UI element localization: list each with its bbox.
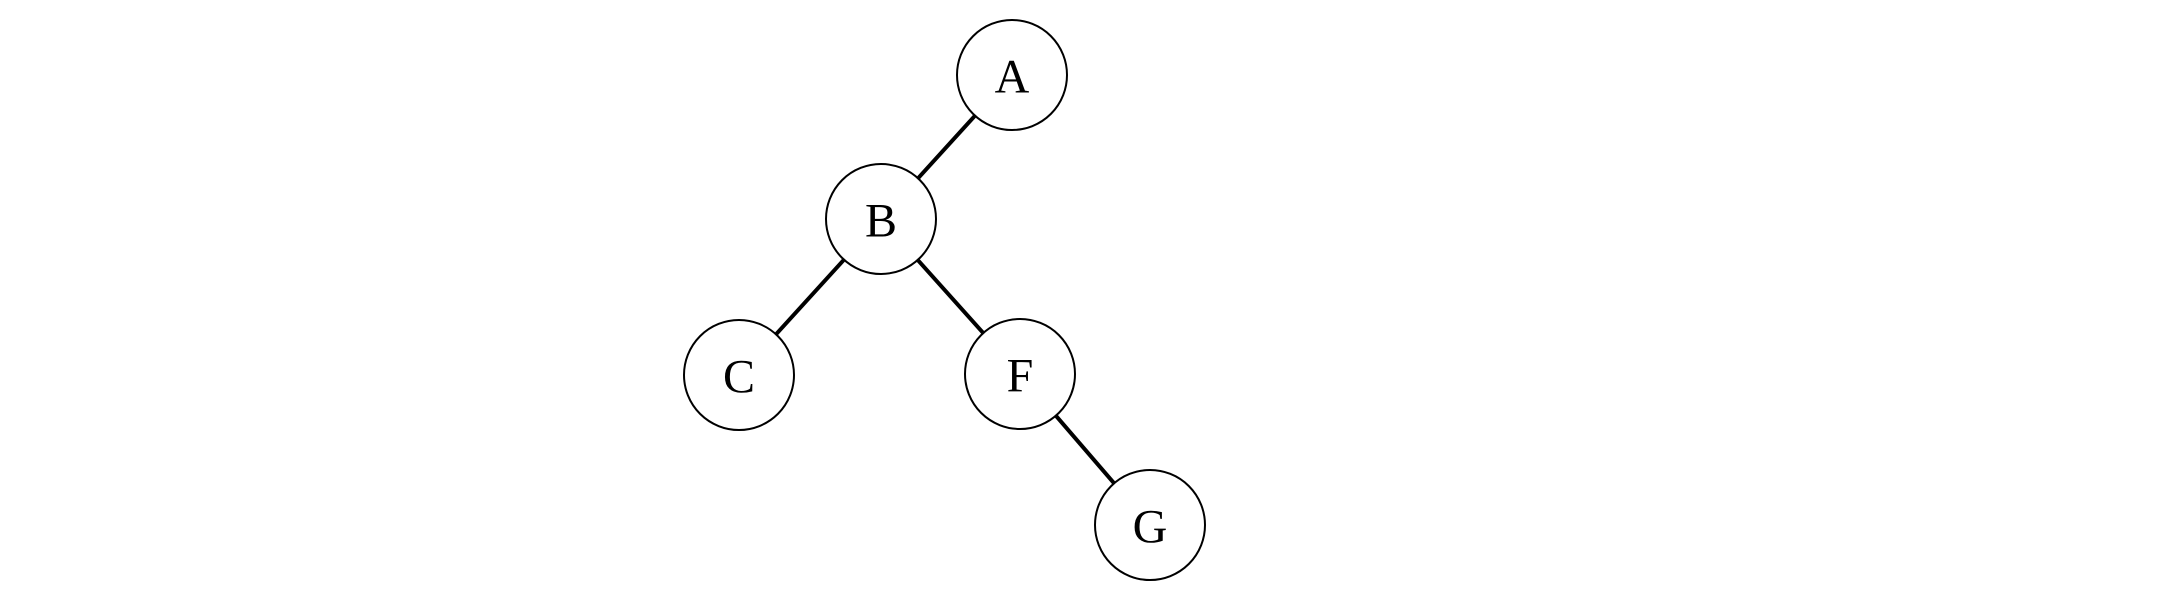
node-circle-c[interactable]: [683, 319, 795, 431]
edge-layer: [774, 114, 1116, 485]
node-label-f: F: [1007, 350, 1034, 403]
graph-edge-b-f: [916, 258, 985, 335]
node-label-b: B: [865, 195, 897, 248]
graph-edge-f-g: [1054, 414, 1116, 485]
node-label-a: A: [995, 51, 1030, 104]
graph-node-a[interactable]: A: [956, 19, 1068, 131]
node-circle-g[interactable]: [1094, 469, 1206, 581]
graph-edge-b-c: [774, 258, 846, 336]
node-circle-a[interactable]: [956, 19, 1068, 131]
graph-node-c[interactable]: C: [683, 319, 795, 431]
graph-node-b[interactable]: B: [825, 163, 937, 275]
node-label-g: G: [1133, 501, 1168, 554]
graph-node-f[interactable]: F: [964, 318, 1076, 430]
node-layer: A B C F G: [683, 19, 1206, 581]
node-circle-f[interactable]: [964, 318, 1076, 430]
graph-node-g[interactable]: G: [1094, 469, 1206, 581]
node-label-c: C: [723, 351, 755, 404]
graph-edge-a-b: [916, 114, 977, 180]
node-circle-b[interactable]: [825, 163, 937, 275]
